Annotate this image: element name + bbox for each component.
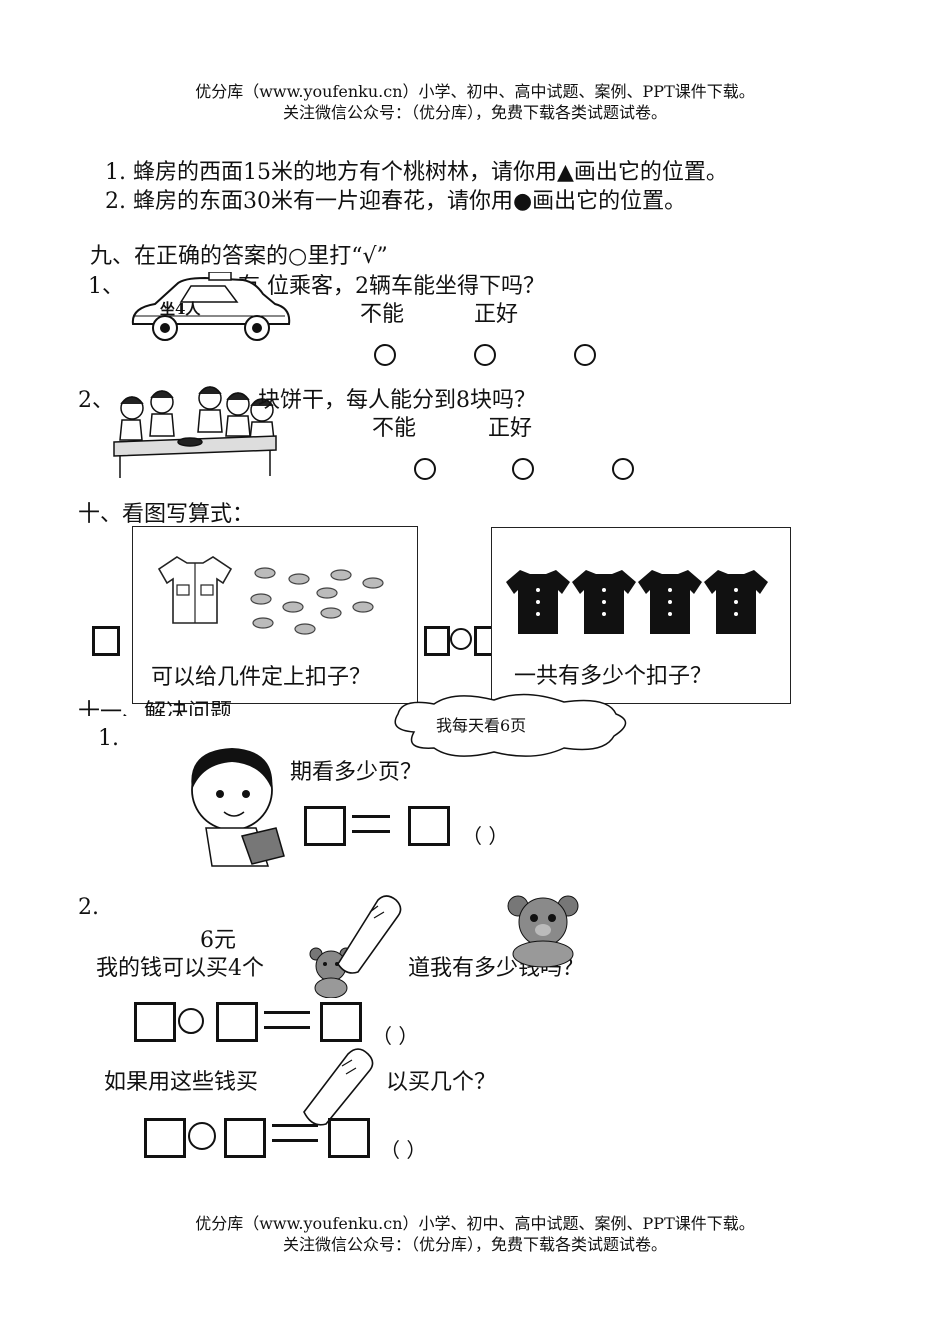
section8-item-1: 1. 蜂房的西面15米的地方有个桃树林，请你用▲画出它的位置。 <box>105 160 728 185</box>
loose-buttons-group <box>250 567 384 635</box>
q2b-equation-box-1[interactable] <box>144 1118 186 1158</box>
q1-equation-box-1[interactable] <box>304 806 346 846</box>
section9-q1-text: 有 位乘客，2辆车能坐得下吗？ <box>238 274 545 299</box>
footer-line-1: 优分库（www.youfenku.cn）小学、初中、高中试题、案例、PPT课件下… <box>195 1214 755 1233</box>
q2b-unit-parentheses[interactable]: （ ） <box>380 1138 427 1162</box>
section11-q1-number: 1. <box>98 726 119 751</box>
q1-equals-sign <box>352 815 390 833</box>
boy-reading-illustration <box>191 748 285 867</box>
q2-line2-part-a: 如果用这些钱买 <box>104 1070 259 1095</box>
q2b-equation-box-3[interactable] <box>328 1118 370 1158</box>
children-at-table-illustration <box>113 386 277 478</box>
section9-q2-text: 块饼干，每人能分到8块吗？ <box>258 388 536 413</box>
q2a-unit-parentheses[interactable]: （ ） <box>372 1024 419 1048</box>
q2-answer-circle-2[interactable] <box>512 458 534 480</box>
q2-answer-circle-3[interactable] <box>612 458 634 480</box>
q2-option-no-label: 不能 <box>372 416 417 441</box>
q2-option-exact-label: 正好 <box>488 416 533 441</box>
panel1-caption: 可以给几件定上扣子？ <box>151 665 372 690</box>
taxi-car-illustration <box>131 272 291 341</box>
section9-q1-number: 1、 <box>88 274 124 299</box>
taxi-capacity-label: 坐4人 <box>160 300 201 318</box>
equation-box-left[interactable] <box>92 626 120 656</box>
bear-price-label: 6元 <box>200 928 236 953</box>
white-shirt-icon <box>157 556 233 624</box>
pencil-case-icon-2 <box>303 1048 374 1126</box>
q1-answer-circle-2[interactable] <box>474 344 496 366</box>
q2b-equals-sign <box>272 1124 318 1142</box>
q2-answer-circle-1[interactable] <box>414 458 436 480</box>
q1-equation-box-2[interactable] <box>408 806 450 846</box>
section11-q1-text: 期看多少页？ <box>290 760 423 785</box>
equation-box-mid[interactable] <box>424 626 450 656</box>
header-line-2: 关注微信公众号：（优分库），免费下载各类试题试卷。 <box>282 103 667 122</box>
q2b-equation-box-2[interactable] <box>224 1118 266 1158</box>
pencil-case-icon <box>337 895 402 974</box>
q2a-equation-box-2[interactable] <box>216 1002 258 1042</box>
speech-cloud <box>394 693 627 757</box>
panel2-caption: 一共有多少个扣子？ <box>514 664 713 689</box>
q1-unit-parentheses[interactable]: （ ） <box>462 824 509 848</box>
q1-option-exact-label: 正好 <box>474 302 519 327</box>
section11-q2-number: 2. <box>78 895 99 920</box>
q2-line2-part-b: 以买几个？ <box>386 1070 497 1095</box>
teddy-bear-icon <box>507 895 579 968</box>
q1-option-no-label: 不能 <box>360 302 405 327</box>
picture-panel-shirt-buttons: 可以给几件定上扣子？ <box>132 526 418 704</box>
section9-title: 九、在正确的答案的○里打“√” <box>90 244 388 269</box>
q2a-equals-sign <box>264 1011 310 1029</box>
section8-item-2: 2. 蜂房的东面30米有一片迎春花，请你用●画出它的位置。 <box>105 189 687 214</box>
q1-answer-circle-1[interactable] <box>374 344 396 366</box>
q1-answer-circle-3[interactable] <box>574 344 596 366</box>
q2b-operator-circle[interactable] <box>188 1122 216 1150</box>
q2a-equation-box-3[interactable] <box>320 1002 362 1042</box>
small-bear-icon <box>309 947 353 998</box>
speech-cloud-text: 我每天看6页 <box>436 716 527 735</box>
header-line-1: 优分库（www.youfenku.cn）小学、初中、高中试题、案例、PPT课件下… <box>195 82 755 101</box>
section11-title: 十一、解决问题 <box>78 700 233 716</box>
section9-q2-number: 2、 <box>78 388 114 413</box>
section10-title: 十、看图写算式： <box>78 502 255 527</box>
black-shirts-row <box>506 570 768 634</box>
q2a-equation-box-1[interactable] <box>134 1002 176 1042</box>
q2-line1-part-a: 我的钱可以买4个 <box>96 956 264 981</box>
equation-operator-circle[interactable] <box>450 628 472 650</box>
q2a-operator-circle[interactable] <box>178 1008 204 1034</box>
footer-line-2: 关注微信公众号：（优分库），免费下载各类试题试卷。 <box>282 1235 667 1254</box>
picture-panel-black-shirts: 一共有多少个扣子？ <box>491 527 791 704</box>
